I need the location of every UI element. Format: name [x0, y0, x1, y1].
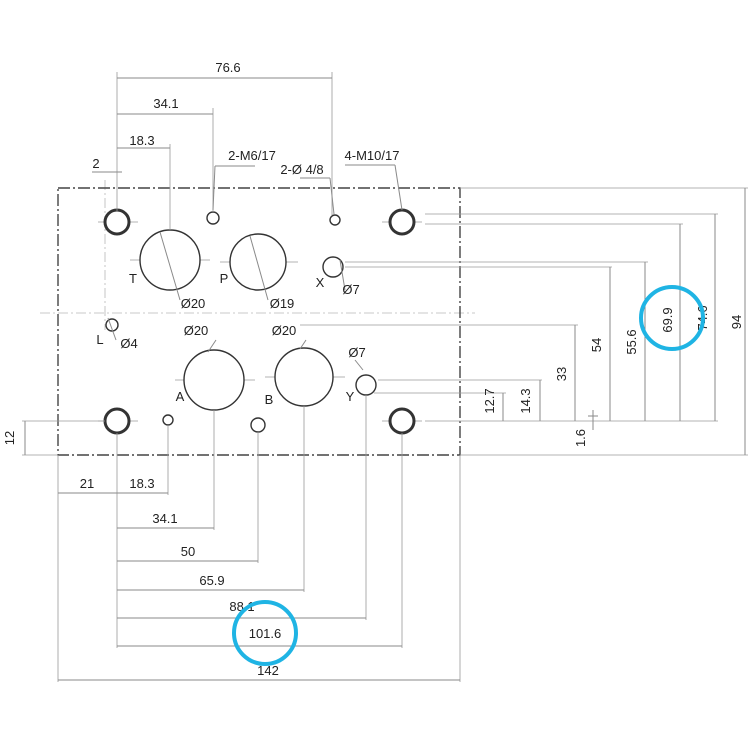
dim-bottom-50: 50 [181, 544, 195, 559]
plate-outline [57, 187, 461, 456]
dim-bottom-21: 21 [80, 476, 94, 491]
dim-right-14-3: 14.3 [518, 388, 533, 413]
dim-right-54: 54 [589, 338, 604, 352]
dim-left-12: 12 [2, 431, 17, 445]
dim-bottom-34-1: 34.1 [152, 511, 177, 526]
port-label-a: A [176, 389, 185, 404]
dia-x: Ø7 [342, 282, 359, 297]
dim-top-34-1: 34.1 [153, 96, 178, 111]
dim-right-1-6: 1.6 [573, 429, 588, 447]
dia-p: Ø19 [270, 296, 295, 311]
dim-top-76-6: 76.6 [215, 60, 240, 75]
dia-t: Ø20 [181, 296, 206, 311]
left-extension-lines [22, 420, 105, 456]
top-extension-lines [92, 72, 403, 230]
dim-top-18-3: 18.3 [129, 133, 154, 148]
callout-phi4-8: 2-Ø 4/8 [280, 162, 323, 177]
highlight-circle-101-6 [232, 600, 298, 666]
port-y-circle [355, 374, 377, 396]
callout-m10: 4-M10/17 [345, 148, 400, 163]
pin-hole-bottom [162, 414, 174, 426]
port-a-circle [183, 349, 245, 411]
port-p-circle [229, 233, 287, 291]
bolt-hole-bottom-left [103, 407, 131, 435]
dim-right-94: 94 [729, 315, 744, 329]
dia-b: Ø20 [272, 323, 297, 338]
callout-m6: 2-M6/17 [228, 148, 276, 163]
port-label-x: X [316, 275, 325, 290]
port-label-t: T [129, 271, 137, 286]
m6-hole-bottom [250, 417, 266, 433]
port-label-y: Y [346, 389, 355, 404]
dim-right-69-9: 69.9 [660, 307, 675, 332]
dim-right-33: 33 [554, 367, 569, 381]
dim-top-2: 2 [92, 156, 99, 171]
dim-bottom-88-1: 88.1 [229, 599, 254, 614]
pin-hole-top [329, 214, 341, 226]
dia-a: Ø20 [184, 323, 209, 338]
dim-bottom-101-6: 101.6 [249, 626, 282, 641]
port-t-circle [139, 229, 201, 291]
port-label-b: B [265, 392, 274, 407]
highlight-circle-69-9 [639, 285, 705, 351]
dim-bottom-18-3: 18.3 [129, 476, 154, 491]
port-b-circle [274, 347, 334, 407]
dia-y: Ø7 [348, 345, 365, 360]
m6-hole-top [206, 211, 220, 225]
dim-bottom-142: 142 [257, 663, 279, 678]
port-label-p: P [220, 271, 229, 286]
right-extension-lines [300, 187, 748, 456]
port-label-l: L [96, 332, 103, 347]
dim-right-55-6: 55.6 [624, 329, 639, 354]
bottom-extension-lines [57, 395, 461, 682]
dim-right-12-7: 12.7 [482, 388, 497, 413]
dia-l: Ø4 [120, 336, 137, 351]
bolt-hole-top-left [103, 208, 131, 236]
bolt-hole-top-right [388, 208, 416, 236]
port-x-circle [322, 256, 344, 278]
diameter-leaders [107, 231, 364, 371]
dim-bottom-65-9: 65.9 [199, 573, 224, 588]
bolt-hole-bottom-right [388, 407, 416, 435]
